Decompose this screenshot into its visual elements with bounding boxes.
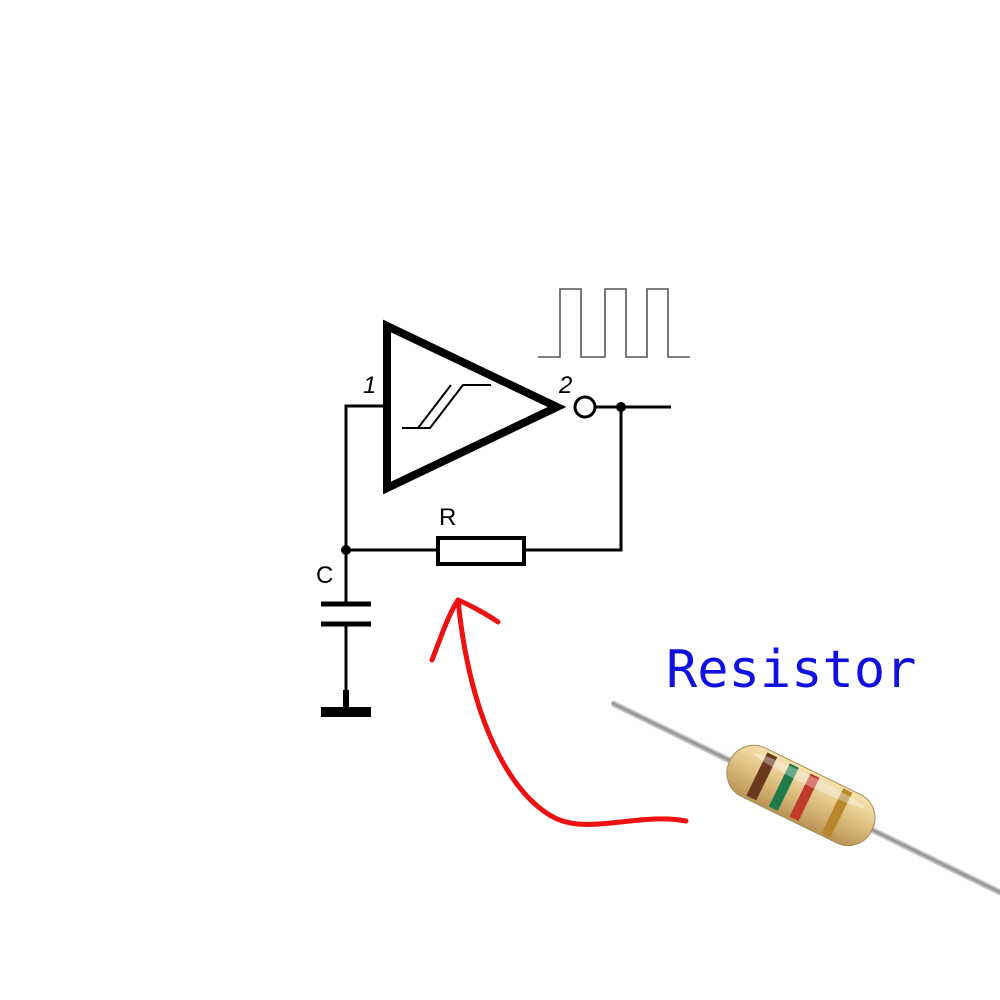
resistor-photo-band-1 (746, 752, 778, 801)
waveform-line (538, 288, 690, 358)
resistor-label: R (439, 504, 456, 531)
resistor-photo (611, 700, 1000, 898)
pin-2-label: 2 (558, 372, 572, 399)
input-wire (344, 404, 387, 550)
red-arrow (429, 597, 689, 827)
capacitor-junction-dot (341, 545, 351, 555)
schmitt-trigger-inverter (383, 319, 597, 495)
inverter-triangle (383, 319, 567, 495)
capacitor-label: C (316, 562, 333, 589)
red-arrow-head (429, 597, 501, 663)
red-arrow-shaft (455, 597, 689, 827)
hysteresis-icon-left-edge (417, 384, 452, 429)
resistor-photo-band-2 (768, 763, 799, 811)
resistor-photo-band-4 (821, 788, 853, 838)
resistor-symbol (436, 536, 526, 566)
hysteresis-icon (402, 384, 491, 429)
pin-1-label: 1 (363, 372, 376, 399)
feedback-wire (524, 407, 623, 552)
output-junction-dot (616, 402, 626, 412)
inversion-bubble (573, 395, 597, 419)
capacitor-symbol (321, 601, 371, 627)
circuit-wires (344, 404, 671, 707)
resistor-photo-highlight (753, 753, 866, 809)
square-wave-waveform (538, 288, 690, 358)
ground-icon (321, 690, 371, 717)
resistor-photo-band-3 (789, 773, 820, 821)
resistor-caption: Resistor (666, 640, 916, 700)
